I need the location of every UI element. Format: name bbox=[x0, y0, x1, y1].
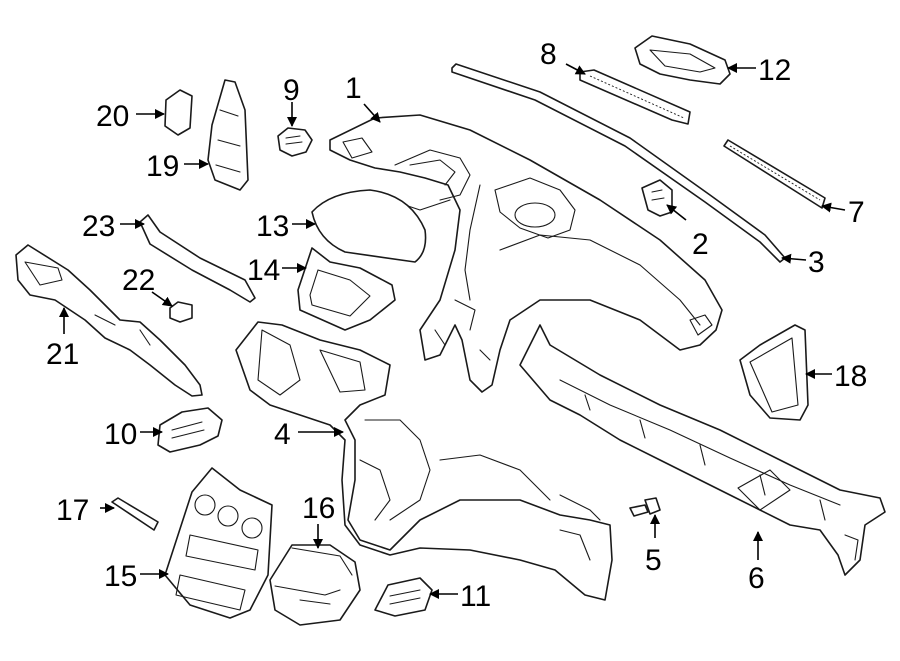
part-7-vent-grille bbox=[723, 139, 826, 209]
part-5-bolt bbox=[629, 497, 661, 517]
callout-arrows bbox=[59, 63, 846, 599]
callout-8: 8 bbox=[540, 38, 557, 71]
callout-18: 18 bbox=[834, 360, 867, 393]
callout-15: 15 bbox=[104, 560, 137, 593]
part-22-clip bbox=[169, 301, 193, 323]
callout-17: 17 bbox=[56, 494, 89, 527]
part-8-speaker-grille bbox=[579, 69, 691, 125]
part-15-center-bezel bbox=[164, 467, 273, 619]
callout-labels: 1 2 3 4 5 6 7 8 9 10 11 12 13 14 15 16 1… bbox=[46, 38, 867, 613]
part-1-instrument-panel bbox=[329, 114, 723, 393]
callout-13: 13 bbox=[256, 210, 289, 243]
callout-14: 14 bbox=[247, 254, 280, 287]
callout-9: 9 bbox=[283, 74, 300, 107]
callout-21: 21 bbox=[46, 338, 79, 371]
part-10-side-vent bbox=[157, 407, 223, 453]
part-12-upper-bezel bbox=[634, 35, 731, 85]
callout-10: 10 bbox=[104, 418, 137, 451]
part-19-side-trim bbox=[207, 79, 249, 191]
callout-19: 19 bbox=[146, 150, 179, 183]
callout-5: 5 bbox=[645, 544, 662, 577]
callout-3: 3 bbox=[808, 246, 825, 279]
part-9-small-vent bbox=[277, 127, 313, 157]
callout-4: 4 bbox=[274, 418, 291, 451]
callout-22: 22 bbox=[122, 264, 155, 297]
part-6-cross-car-beam bbox=[519, 324, 886, 576]
callout-6: 6 bbox=[748, 562, 765, 595]
part-17-trim-strip bbox=[111, 497, 159, 531]
part-4-lower-structure bbox=[235, 321, 613, 601]
part-2-bracket bbox=[641, 179, 673, 217]
callout-23: 23 bbox=[82, 210, 115, 243]
callout-16: 16 bbox=[302, 492, 335, 525]
callout-7: 7 bbox=[848, 196, 865, 229]
callout-2: 2 bbox=[692, 228, 709, 261]
callout-1: 1 bbox=[345, 72, 362, 105]
part-18-side-cover bbox=[739, 324, 809, 421]
part-14-cluster-bezel bbox=[297, 247, 396, 331]
part-11-vent bbox=[374, 577, 433, 617]
part-16-control-unit bbox=[269, 544, 361, 626]
part-13-cluster-hood bbox=[311, 189, 427, 263]
callout-11: 11 bbox=[460, 580, 491, 613]
part-20-small-bracket bbox=[164, 89, 193, 136]
callout-12: 12 bbox=[758, 54, 791, 87]
part-23-trim-strip bbox=[139, 214, 256, 303]
part-21-lower-panel bbox=[15, 244, 203, 397]
callout-20: 20 bbox=[96, 100, 129, 133]
